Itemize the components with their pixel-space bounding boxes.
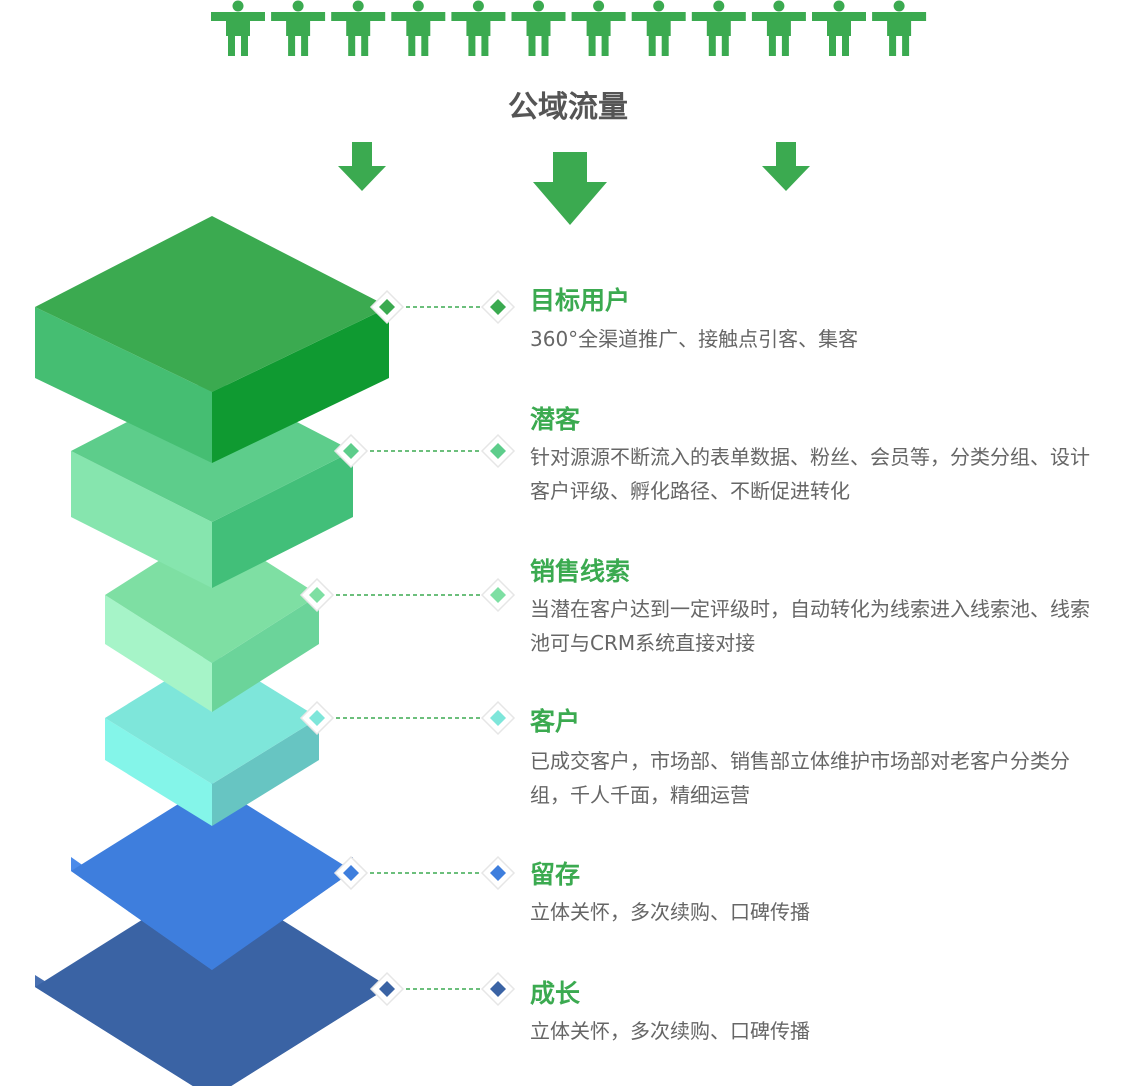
person-icon xyxy=(391,0,446,56)
stage-title-customers: 客户 xyxy=(530,707,581,736)
inflow-arrows xyxy=(338,142,810,225)
person-icon xyxy=(812,0,866,56)
person-icon xyxy=(631,0,686,56)
stage-desc-retention: 立体关怀，多次续购、口碑传播 xyxy=(530,900,810,924)
arrow-down-icon xyxy=(338,142,386,191)
stage-block xyxy=(71,783,353,970)
header-title: 公域流量 xyxy=(508,90,628,125)
stage-title-retention: 留存 xyxy=(530,860,581,889)
connector-line xyxy=(369,971,516,1007)
stage-desc-growth: 立体关怀，多次续购、口碑传播 xyxy=(530,1019,810,1043)
stage-block xyxy=(35,876,389,1086)
connector-line xyxy=(333,433,516,469)
person-icon xyxy=(211,0,265,56)
arrow-down-icon xyxy=(762,142,810,191)
stage-desc-target-users: 360°全渠道推广、接触点引客、集客 xyxy=(530,327,859,351)
stage-block xyxy=(105,652,319,826)
stage-desc-sales-leads: 当潜在客户达到一定评级时，自动转化为线索进入线索池、线索池可与CRM系统直接对接 xyxy=(530,597,1090,655)
person-icon xyxy=(331,0,386,56)
stage-desc-customers: 已成交客户，市场部、销售部立体维护市场部对老客户分类分组，千人千面，精细运营 xyxy=(530,749,1070,807)
stage-block xyxy=(35,216,389,463)
person-icon xyxy=(571,0,626,56)
traffic-people-row xyxy=(211,0,927,56)
person-icon xyxy=(872,0,927,56)
stage-blocks xyxy=(35,216,389,1086)
person-icon xyxy=(511,0,566,56)
person-icon xyxy=(271,0,326,56)
person-icon xyxy=(751,0,806,56)
stage-desc-prospects: 针对源源不断流入的表单数据、粉丝、会员等，分类分组、设计客户评级、孵化路径、不断… xyxy=(530,445,1090,503)
person-icon xyxy=(451,0,506,56)
person-icon xyxy=(691,0,746,56)
stage-connectors xyxy=(299,289,516,1007)
stage-title-sales-leads: 销售线索 xyxy=(530,557,631,586)
stage-title-target-users: 目标用户 xyxy=(530,286,631,315)
connector-line xyxy=(299,700,516,736)
stage-title-prospects: 潜客 xyxy=(530,405,581,434)
connector-line xyxy=(299,577,516,613)
stage-title-growth: 成长 xyxy=(530,979,581,1008)
connector-line xyxy=(369,289,516,325)
arrow-down-icon xyxy=(533,152,607,225)
connector-line xyxy=(333,855,516,891)
